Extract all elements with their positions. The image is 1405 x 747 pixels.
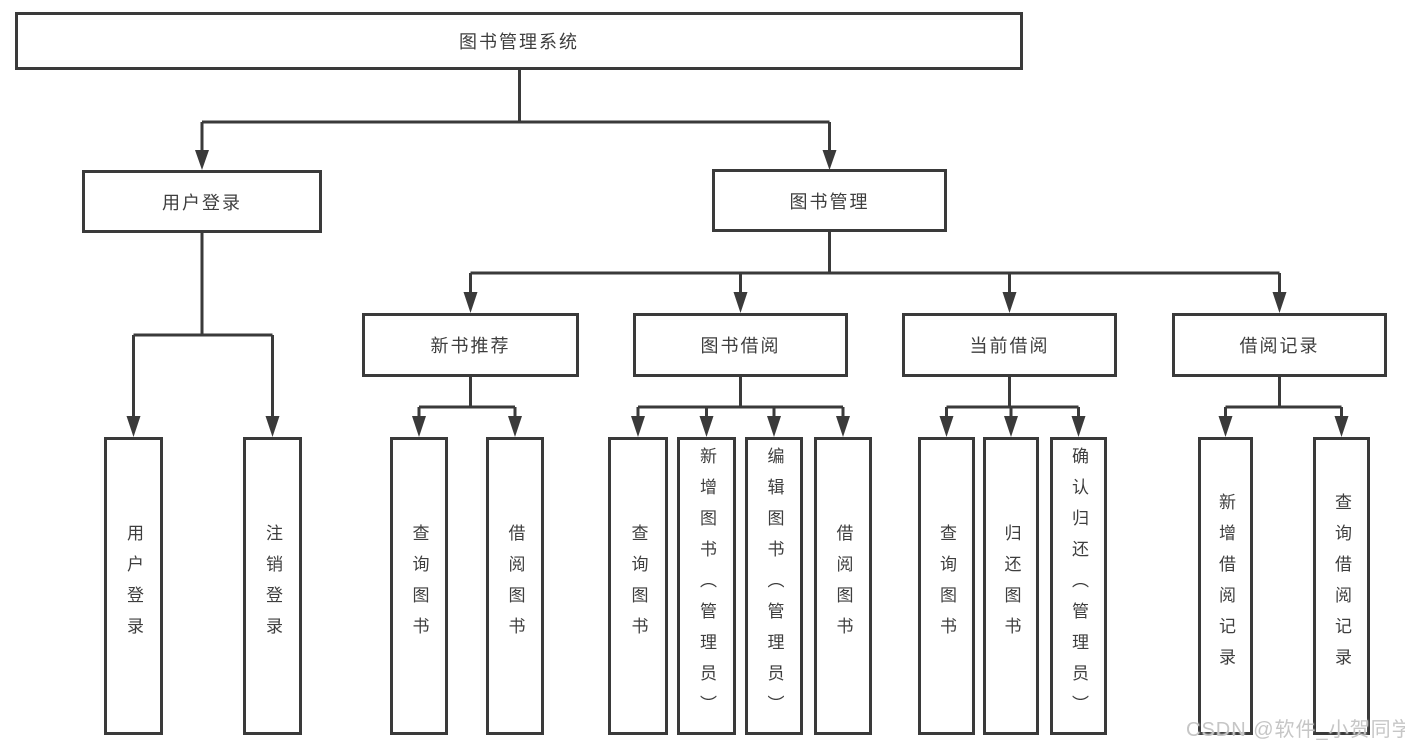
leaf-logout: 注销登录 [243, 437, 302, 735]
arrow-head [1002, 292, 1017, 313]
leaf-bb-add-books-admin: 新增图书（管理员） [677, 437, 736, 735]
arrow-head [1218, 416, 1233, 437]
node-label: 新增图书（管理员） [697, 446, 716, 726]
node-label: 确认归还（管理员） [1069, 446, 1088, 726]
node-label: 借阅记录 [1239, 336, 1320, 356]
edge-book-borrowing-to-leaves [631, 377, 850, 437]
node-label: 用户登录 [162, 192, 242, 213]
leaf-br-query-borrow-record: 查询借阅记录 [1313, 437, 1370, 735]
leaf-br-add-borrow-record: 新增借阅记录 [1198, 437, 1253, 735]
arrow-head [733, 292, 748, 313]
node-label: 查询借阅记录 [1332, 493, 1351, 679]
arrow-head [1334, 416, 1349, 437]
leaf-bb-edit-books-admin: 编辑图书（管理员） [745, 437, 803, 735]
arrow-head [699, 416, 714, 437]
edge-borrowing-records-to-leaves [1218, 377, 1349, 437]
node-label: 查询图书 [628, 524, 648, 648]
edge-new-book-recommend-to-leaves [412, 377, 522, 437]
node-label: 借阅图书 [833, 524, 853, 648]
leaf-nbr-query-books: 查询图书 [390, 437, 448, 735]
node-label: 新增借阅记录 [1216, 493, 1235, 679]
node-label: 借阅图书 [505, 524, 525, 648]
node-new-book-recommend: 新书推荐 [362, 313, 579, 377]
arrow-head [631, 416, 645, 437]
node-borrowing-records: 借阅记录 [1172, 313, 1387, 377]
node-label: 查询图书 [409, 524, 429, 648]
arrow-head [822, 150, 837, 170]
node-label: 注销登录 [263, 524, 282, 648]
arrow-head [508, 416, 522, 437]
arrow-head [939, 416, 954, 437]
arrow-head [1004, 416, 1018, 437]
leaf-cb-return-books: 归还图书 [983, 437, 1039, 735]
node-label: 当前借阅 [969, 336, 1050, 356]
arrow-head [836, 416, 850, 437]
edge-book-management-to-level3 [463, 232, 1287, 313]
leaf-nbr-borrow-books: 借阅图书 [486, 437, 544, 735]
arrow-head [412, 416, 426, 437]
leaf-user-login: 用户登录 [104, 437, 163, 735]
node-label: 归还图书 [1001, 524, 1021, 648]
node-label: 查询图书 [937, 524, 956, 648]
arrow-head [1071, 416, 1086, 437]
arrow-head [265, 416, 280, 437]
node-label: 图书借阅 [700, 336, 781, 356]
node-book-borrowing: 图书借阅 [633, 313, 848, 377]
leaf-bb-borrow-books: 借阅图书 [814, 437, 872, 735]
arrow-head [195, 150, 209, 170]
node-label: 图书管理 [789, 191, 870, 212]
edge-user-login-to-leaves [126, 233, 280, 437]
leaf-cb-confirm-return-admin: 确认归还（管理员） [1050, 437, 1107, 735]
arrow-head [463, 292, 478, 313]
leaf-bb-query-books: 查询图书 [608, 437, 668, 735]
node-book-management: 图书管理 [712, 169, 947, 232]
arrow-head [1272, 292, 1287, 313]
arrow-head [767, 416, 781, 437]
csdn-watermark: CSDN @软件_小贺同学 [1186, 719, 1405, 741]
node-label: 新书推荐 [430, 336, 511, 356]
node-label: 图书管理系统 [459, 32, 579, 52]
leaf-cb-query-books: 查询图书 [918, 437, 975, 735]
edge-root-to-level2 [195, 70, 837, 170]
node-label: 编辑图书（管理员） [764, 446, 784, 726]
node-root-system: 图书管理系统 [15, 12, 1023, 70]
node-label: 用户登录 [124, 524, 143, 648]
node-user-login: 用户登录 [82, 170, 322, 233]
edge-current-borrowing-to-leaves [939, 377, 1086, 437]
arrow-head [126, 416, 141, 437]
node-current-borrowing: 当前借阅 [902, 313, 1117, 377]
